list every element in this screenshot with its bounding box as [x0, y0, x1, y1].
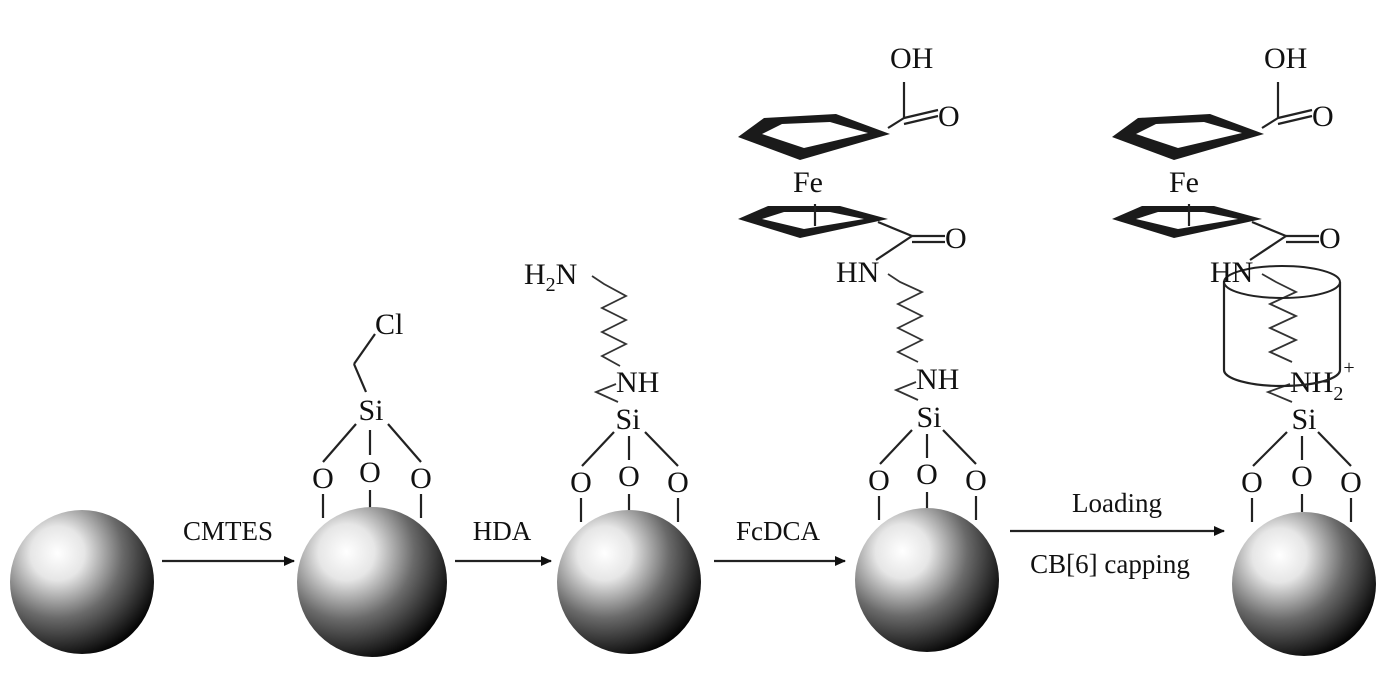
atom-fe: Fe	[1169, 166, 1199, 199]
atom-o: O	[410, 462, 432, 495]
hexyl-chain	[591, 275, 629, 367]
hexyl-chain	[887, 273, 925, 363]
atom-nh: NH	[916, 363, 959, 396]
atom-oh: OH	[890, 42, 933, 75]
atom-o: O	[916, 458, 938, 491]
arrow-cmtes: CMTES	[162, 516, 295, 566]
hexyl-chain	[1261, 273, 1299, 363]
atom-cl: Cl	[375, 308, 403, 341]
atom-si: Si	[358, 394, 383, 427]
stage-2-chloro-particle: O O O Si Cl	[297, 308, 447, 657]
arrow-label-hda: HDA	[473, 516, 532, 546]
atom-si: Si	[615, 403, 640, 436]
stage-5-capped-particle: O O O Si NH2+ HN O Fe	[1112, 42, 1376, 656]
cucurbituril-ring	[1222, 265, 1342, 388]
silica-particle	[297, 507, 447, 657]
arrow-hda: HDA	[455, 516, 552, 566]
arrow-label-cmtes: CMTES	[183, 516, 273, 546]
atom-o: O	[359, 456, 381, 489]
atom-hn: HN	[1210, 256, 1253, 289]
atom-o: O	[1340, 466, 1362, 499]
atom-o: O	[618, 460, 640, 493]
cyclopentadienyl-ring-lower	[1112, 204, 1262, 238]
atom-nh: NH	[616, 366, 659, 399]
atom-h2n: H2N	[524, 258, 577, 296]
arrow-label-cb6-capping: CB[6] capping	[1030, 549, 1190, 579]
silica-particle	[10, 510, 154, 654]
atom-o-carbonyl: O	[938, 100, 960, 133]
atom-o-carbonyl: O	[945, 222, 967, 255]
cyclopentadienyl-ring-upper	[738, 114, 890, 160]
atom-o: O	[570, 466, 592, 499]
atom-nh2-plus: NH2+	[1290, 357, 1355, 405]
stage-4-ferrocene-particle: O O O Si NH HN O Fe OH O	[738, 42, 999, 652]
stage-1-bare-particle	[10, 510, 154, 654]
atom-oh: OH	[1264, 42, 1307, 75]
atom-si: Si	[1291, 403, 1316, 436]
atom-o-carbonyl: O	[1312, 100, 1334, 133]
silica-particle	[1232, 512, 1376, 656]
atom-o: O	[868, 464, 890, 497]
atom-o: O	[1241, 466, 1263, 499]
silica-particle	[557, 510, 701, 654]
atom-o-carbonyl: O	[1319, 222, 1341, 255]
atom-o: O	[312, 462, 334, 495]
arrow-fcdca: FcDCA	[714, 516, 846, 566]
stage-3-amine-particle: O O O Si NH H2N	[524, 258, 701, 654]
silica-particle	[855, 508, 999, 652]
cyclopentadienyl-ring-lower	[738, 204, 888, 238]
atom-si: Si	[916, 401, 941, 434]
atom-fe: Fe	[793, 166, 823, 199]
atom-hn: HN	[836, 256, 879, 289]
atom-o: O	[1291, 460, 1313, 493]
arrow-label-fcdca: FcDCA	[736, 516, 821, 546]
atom-o: O	[667, 466, 689, 499]
arrow-label-loading: Loading	[1072, 488, 1162, 518]
cyclopentadienyl-ring-upper	[1112, 114, 1264, 160]
arrow-loading-capping: Loading CB[6] capping	[1010, 488, 1225, 579]
atom-o: O	[965, 464, 987, 497]
